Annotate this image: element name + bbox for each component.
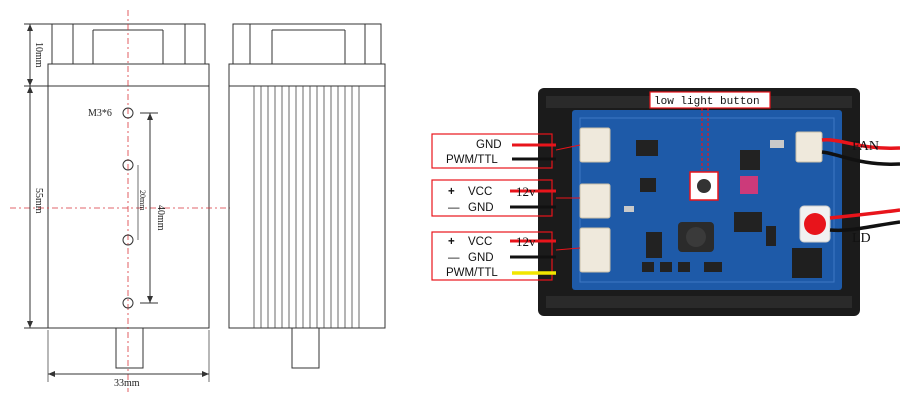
dim-holes-label: 40mm [155, 205, 166, 231]
driver-board: low light button FAN LD [538, 88, 900, 316]
dim-top-label: 10mm [33, 42, 44, 68]
c3-vcc: VCC [468, 236, 492, 248]
ld-label: LD [852, 231, 871, 246]
fan-label: FAN [852, 139, 879, 154]
dim-pitch-label: 20mm [138, 190, 147, 211]
c3-minus: — [448, 252, 460, 264]
dim-width-label: 33mm [114, 378, 140, 389]
c3-gnd: GND [468, 252, 494, 264]
callout-label: low light button [654, 96, 760, 108]
c1-pwm: PWM/TTL [446, 154, 498, 166]
c2-vcc: VCC [468, 186, 492, 198]
connector-1-labels: GND PWM/TTL [431, 133, 581, 169]
fan-connector [795, 131, 823, 163]
front-view-drawing: M3*6 40mm 20mm 10mm 55mm 33mm [10, 10, 230, 392]
c2-volt: 12v [516, 184, 536, 199]
ld-connector [804, 213, 826, 235]
hole-label: M3*6 [88, 108, 112, 119]
side-view-drawing [228, 23, 386, 369]
connector-2-labels: + VCC 12v — GND [431, 179, 580, 217]
connector-3 [579, 227, 611, 273]
c3-plus: + [448, 236, 455, 248]
dim-side-label: 55mm [33, 188, 44, 214]
c1-gnd: GND [476, 139, 502, 151]
c3-pwm: PWM/TTL [446, 267, 498, 279]
c2-gnd: GND [468, 202, 494, 214]
callout-box [649, 91, 771, 109]
c2-plus: + [448, 186, 455, 198]
connector-1 [579, 127, 611, 163]
connector-2 [579, 183, 611, 219]
heatsink-fins [253, 86, 360, 328]
c2-minus: — [448, 202, 460, 214]
connector-3-labels: + VCC 12v — GND PWM/TTL [431, 231, 581, 281]
c3-volt: 12v [516, 234, 536, 249]
